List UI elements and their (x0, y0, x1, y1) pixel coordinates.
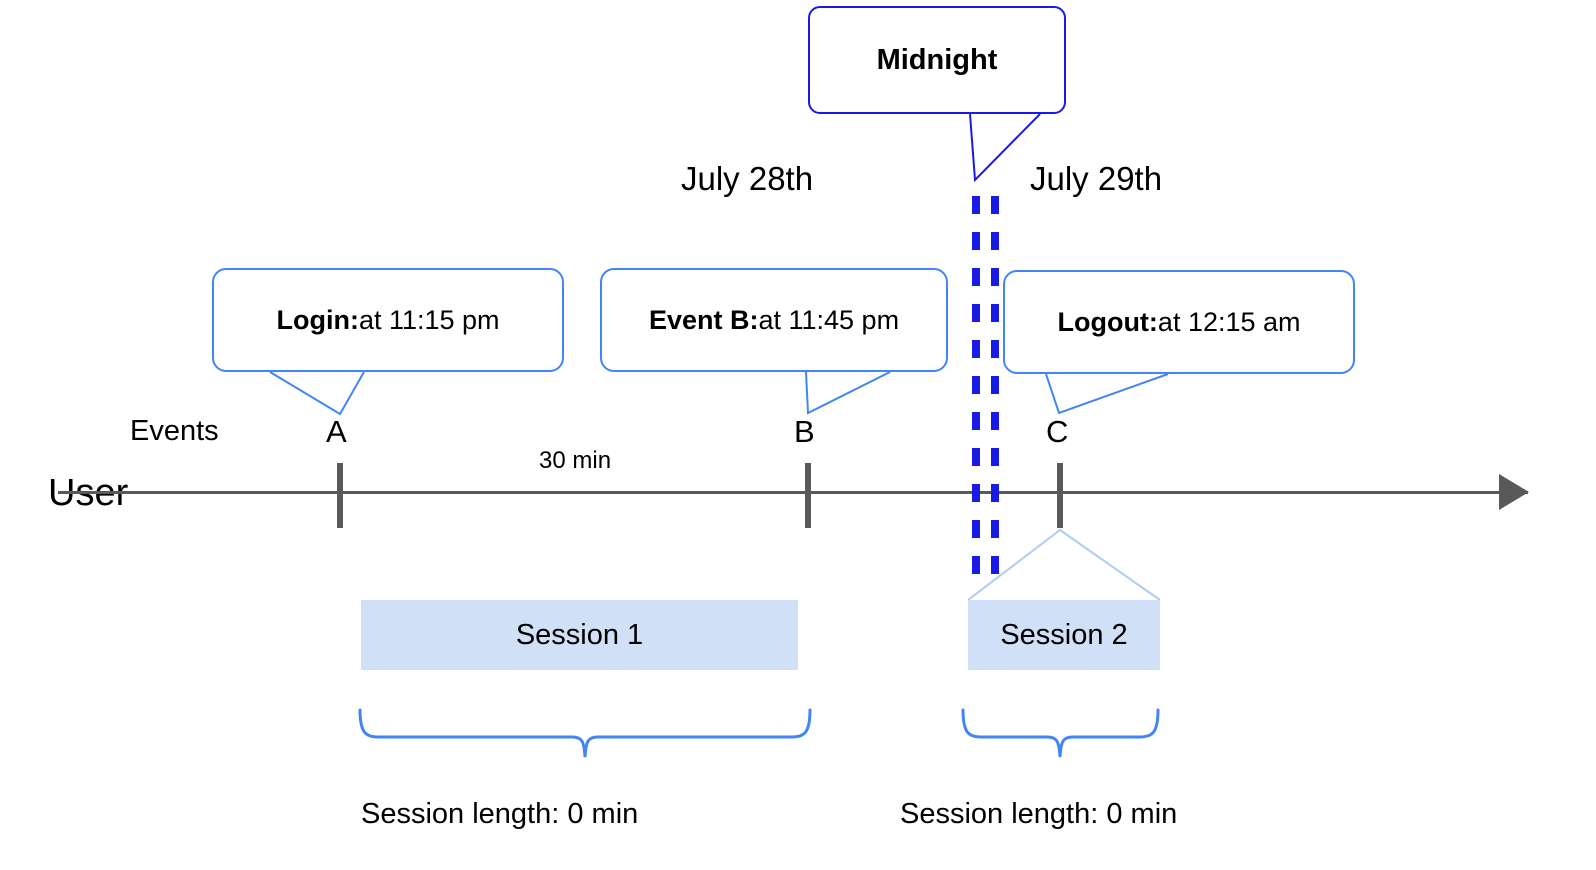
timeline-axis (58, 491, 1528, 494)
tick-event-b (805, 463, 811, 528)
interval-label-30-min: 30 min (539, 447, 612, 474)
callout-event-b[interactable]: Event B: at 11:45 pm (600, 268, 948, 372)
session-2-brace (961, 708, 1160, 758)
event-letter-a: A (326, 414, 347, 449)
callout-midnight-label: Midnight (876, 43, 998, 76)
session-1-brace (358, 708, 812, 758)
callout-event-c-tail (1045, 373, 1169, 415)
date-label-july-28: July 28th (681, 160, 814, 197)
callout-event-a[interactable]: Login: at 11:15 pm (212, 268, 564, 372)
callout-event-c-lead: Logout: (1057, 306, 1158, 337)
callout-event-b-lead: Event B: (648, 304, 759, 335)
event-letter-b: B (794, 414, 815, 449)
callout-event-a-lead: Login: (276, 304, 359, 335)
callout-event-b-rest: at 11:45 pm (758, 304, 900, 335)
callout-event-a-tail (269, 371, 365, 416)
callout-event-c-rest: at 12:15 am (1157, 306, 1301, 337)
axis-label-events: Events (130, 415, 219, 447)
callout-event-b-tail (805, 371, 891, 415)
callout-event-a-rest: at 11:15 pm (358, 304, 500, 335)
session-bar-1-label: Session 1 (515, 618, 644, 651)
session-bar-2-label: Session 2 (1000, 618, 1128, 651)
tick-event-c (1057, 463, 1063, 528)
session-length-label-2: Session length: 0 min (900, 798, 1178, 830)
session-2-tent-connector (967, 528, 1161, 601)
callout-midnight[interactable]: Midnight (808, 6, 1066, 114)
event-letter-c: C (1046, 414, 1069, 449)
session-bar-1[interactable]: Session 1 (361, 600, 798, 670)
date-label-july-29: July 29th (1030, 160, 1163, 197)
session-length-label-1: Session length: 0 min (361, 798, 639, 830)
tick-event-a (337, 463, 343, 528)
session-bar-2[interactable]: Session 2 (968, 600, 1160, 670)
callout-event-c[interactable]: Logout: at 12:15 am (1003, 270, 1355, 374)
